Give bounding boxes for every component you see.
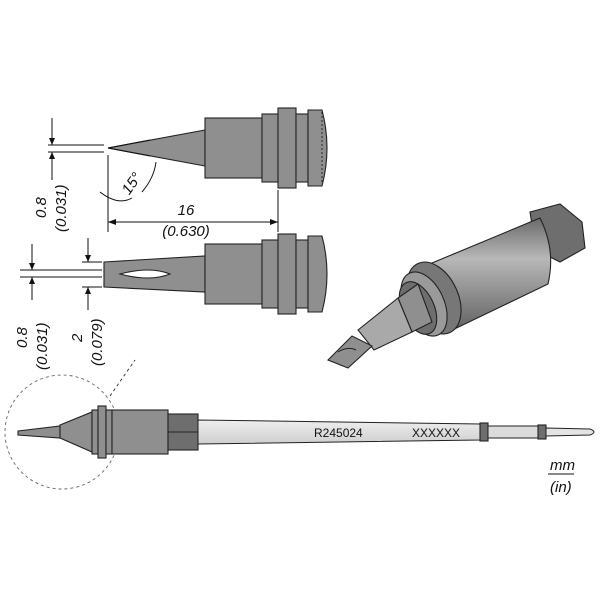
- tip-side-view: [107, 107, 328, 189]
- width-mm-label: 2: [69, 333, 86, 343]
- tip-thickness-mm-label: 0.8: [33, 196, 50, 218]
- length-mm-label: 16: [178, 202, 195, 219]
- width-in-label: (0.079): [89, 318, 106, 366]
- cartridge-full-view: [4, 359, 595, 490]
- unit-mm-label: mm: [550, 457, 575, 474]
- tip-3d-view: [327, 203, 586, 369]
- tip-thickness-in-label: (0.031): [53, 184, 70, 232]
- side-thickness-in-label: (0.031): [34, 322, 51, 370]
- serial-label: XXXXXX: [412, 426, 460, 440]
- part-number-label: R245024: [314, 426, 363, 440]
- tip-top-view: [103, 233, 328, 315]
- length-in-label: (0.630): [162, 223, 210, 240]
- angle-label: 15°: [119, 170, 146, 198]
- unit-in-label: (in): [550, 479, 572, 496]
- dimension-lines: [20, 118, 279, 310]
- side-thickness-mm-label: 0.8: [14, 326, 31, 348]
